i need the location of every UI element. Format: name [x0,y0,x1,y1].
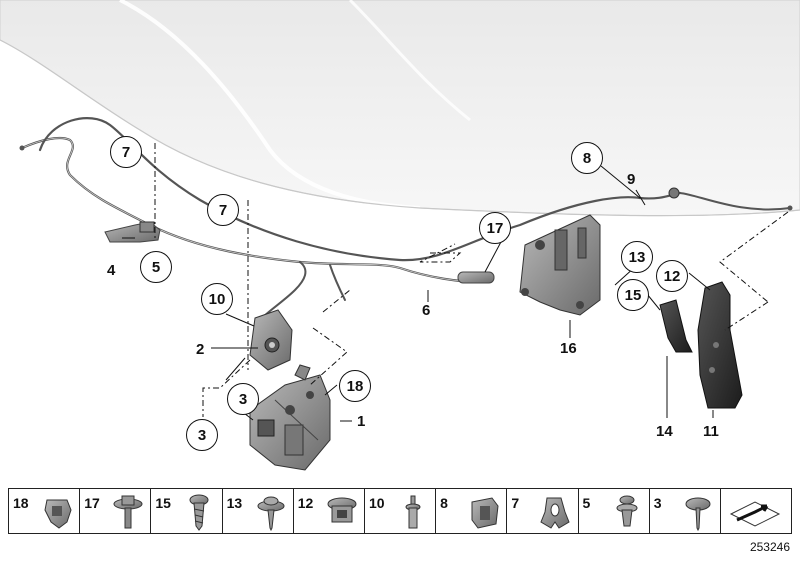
bracket-part-14 [659,299,693,353]
label-11: 11 [703,423,719,440]
parts-cell-number: 18 [13,495,29,511]
callout-7-left: 7 [110,136,142,168]
parts-cell-13: 13 [223,489,294,533]
label-9: 9 [627,171,636,188]
parts-cell-15: 15 [151,489,223,533]
callout-12: 12 [656,260,688,292]
parts-cell-8: 8 [436,489,508,533]
bowden-cables [19,117,793,319]
callout-15: 15 [617,279,649,311]
label-2: 2 [196,341,205,358]
cage-nut-icon [327,497,357,523]
collar-screw-icon [257,496,285,532]
callout-10: 10 [201,283,233,315]
callout-13: 13 [621,241,653,273]
callout-8: 8 [571,142,603,174]
parts-cell-number: 3 [653,495,662,511]
label-16: 16 [560,340,577,357]
hex-bolt-washer-icon [113,495,143,529]
parts-cell-sheet-metal [721,489,791,533]
cable-clip-icon [540,497,570,529]
callout-3-lower: 3 [186,419,218,451]
support-part-11 [697,281,743,409]
parts-cell-number: 5 [582,495,591,511]
parts-cell-number: 13 [226,495,243,511]
label-6: 6 [422,302,431,319]
label-4: 4 [107,262,116,279]
label-1: 1 [357,413,366,430]
parts-cell-18: 18 [9,489,81,533]
callout-17: 17 [479,212,511,244]
hex-screw-icon [685,497,711,532]
label-14: 14 [656,423,673,440]
parts-cell-10: 10 [365,489,437,533]
parts-cell-number: 15 [155,495,171,511]
callout-3-upper: 3 [227,383,259,415]
callout-7-right: 7 [207,194,239,226]
parts-cell-3: 3 [650,489,721,533]
hood-latch-part-1 [249,364,331,471]
small-parts-strip: 18 17 15 13 [8,488,792,534]
screw-icon [189,494,209,531]
cable-holder-icon [471,497,499,529]
parts-cell-12: 12 [294,489,365,533]
expanding-rivet-icon [616,495,637,527]
callout-5: 5 [140,251,172,283]
bracket-part-4 [104,221,161,243]
leader-lines [122,143,789,422]
callout-18: 18 [339,370,371,402]
clip-nut-icon [44,499,72,529]
sheet-metal-arrow-icon [729,501,780,527]
parts-cell-number: 10 [368,495,385,511]
parts-cell-number: 17 [84,495,100,511]
parts-cell-17: 17 [80,489,152,533]
parts-cell-7: 7 [507,489,579,533]
parts-cell-number: 8 [440,495,448,511]
parts-cell-5: 5 [579,489,650,533]
bracket-part-16 [519,214,601,316]
lock-part-2 [249,309,293,371]
diagram-reference-number: 253246 [749,540,790,554]
parts-cell-number: 7 [511,495,520,511]
hood-panel [0,0,800,217]
rivet-icon [405,495,421,529]
cable-connector-17 [457,271,495,284]
parts-cell-number: 12 [297,495,314,511]
